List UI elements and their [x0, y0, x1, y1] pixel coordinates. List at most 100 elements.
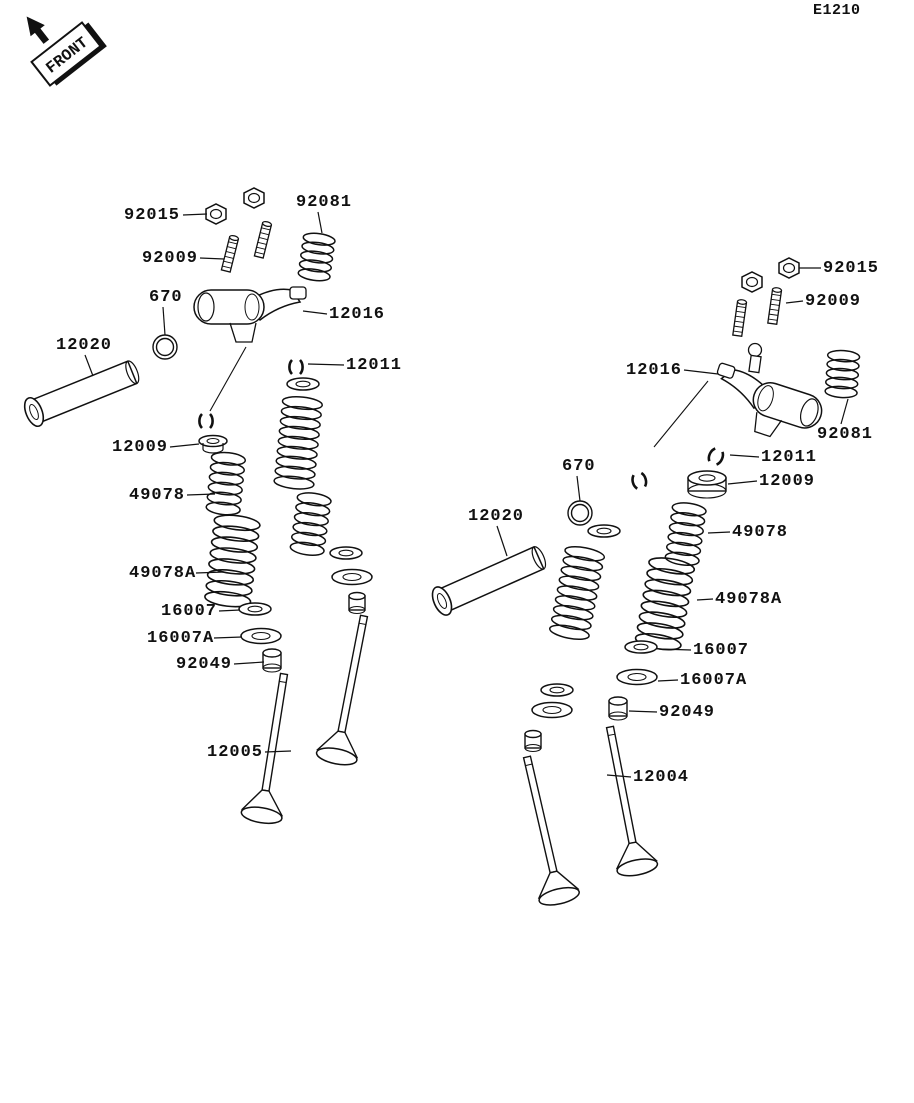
part-label-12004-R: 12004: [633, 768, 690, 787]
stem-seal-right-rear: [524, 729, 542, 753]
valve-spring-left-rear-1: [272, 394, 324, 492]
valve-keepers-right-2: [629, 471, 649, 491]
leader-line-92009-R: [785, 300, 804, 304]
spring-retainer-right: [687, 470, 727, 499]
leader-line-16007-R: [658, 648, 692, 651]
part-label-12016-R: 12016: [626, 361, 683, 380]
leader-line-92015-L: [182, 213, 208, 216]
rocker-stud-right: [747, 342, 763, 374]
part-label-92009-R: 92009: [805, 292, 862, 311]
leader-line-12016-L: [302, 310, 328, 315]
adjusting-screw-left-1: [220, 234, 240, 273]
spring-retainer-right-rear: [587, 524, 621, 538]
spring-seat-right: [624, 640, 658, 654]
page-code: E1210: [813, 2, 861, 19]
leader-line-92009-L: [199, 257, 225, 260]
leader-line-670-R: [576, 475, 581, 502]
part-label-16007A-L: 16007A: [147, 629, 215, 648]
valve-spring-inner-left: [203, 512, 262, 610]
leader-line-49078-R: [707, 531, 731, 534]
part-label-92049-L: 92049: [176, 655, 233, 674]
adjusting-screw-right-1: [732, 298, 748, 337]
part-label-12005-L: 12005: [207, 743, 264, 762]
adjusting-screw-left-2: [253, 220, 273, 259]
valve-spring-left-rear-2: [288, 490, 333, 558]
part-label-12009-R: 12009: [759, 472, 816, 491]
part-label-92081-R: 92081: [817, 425, 874, 444]
spring-seat-right-rear: [540, 683, 574, 697]
part-label-92009-L: 92009: [142, 249, 199, 268]
front-stamp: FRONT: [26, 16, 107, 87]
part-label-12011-L: 12011: [346, 356, 403, 375]
part-label-92015-R: 92015: [823, 259, 880, 278]
valve-keepers-right-1: [705, 446, 727, 467]
valve-stem-seal-right: [608, 696, 628, 721]
rocker-spring-left: [296, 230, 337, 284]
leader-line-12020-L: [84, 354, 94, 377]
valve-keepers-left-2: [198, 412, 214, 430]
o-ring-right: [567, 500, 593, 526]
valve-spring-outer-left: [204, 450, 247, 517]
part-label-16007-L: 16007: [161, 602, 218, 621]
leader-line-12011-L: [307, 363, 345, 366]
part-label-12011-R: 12011: [761, 448, 818, 467]
part-label-92081-L: 92081: [296, 193, 353, 212]
valve-keepers-left-1: [288, 358, 304, 376]
leader-lines-layer: [84, 211, 849, 778]
leader-line-92049-L: [233, 661, 265, 665]
leader-line-12016-R: [683, 369, 719, 375]
leader-line-12009-L: [169, 443, 200, 448]
leader-line-49078A-R: [696, 598, 714, 601]
leader-line-92049-R: [628, 710, 658, 713]
leader-line-92081-R: [840, 398, 849, 425]
valve-right-front: [589, 722, 660, 880]
leader-line-16007-L: [218, 609, 241, 612]
valve-stem-seal-left: [262, 648, 282, 673]
rocker-arm-right: [702, 361, 828, 451]
spring-seat-lower-left: [240, 627, 282, 645]
part-label-16007-R: 16007: [693, 641, 750, 660]
spring-retainer-left: [198, 434, 228, 454]
stem-seal-left-rear: [348, 591, 366, 615]
leader-line-12011-R: [729, 454, 760, 458]
rocker-shaft-right: [427, 541, 551, 619]
part-label-12020-R: 12020: [468, 507, 525, 526]
valve-left-rear: [314, 611, 385, 769]
part-label-16007A-R: 16007A: [680, 671, 748, 690]
leader-line-16007A-L: [213, 636, 243, 639]
leader-line-670-L: [162, 306, 166, 336]
leader-line-92081-L: [317, 211, 323, 234]
valve-spring-right-rear: [547, 543, 607, 643]
locknut-left-2: [243, 187, 265, 209]
leader-line-12020-R: [496, 525, 508, 557]
part-label-49078-R: 49078: [732, 523, 789, 542]
spring-seat-left-rear: [329, 546, 363, 560]
spring-seat-lower-left-rear: [331, 568, 373, 586]
front-arrow-icon: [26, 16, 50, 44]
rocker-spring-right: [824, 348, 861, 400]
valve-right-rear: [506, 751, 582, 910]
part-label-49078-L: 49078: [129, 486, 186, 505]
part-label-49078A-R: 49078A: [715, 590, 783, 609]
part-label-12016-L: 12016: [329, 305, 386, 324]
locknut-right-1: [741, 271, 763, 293]
spring-seat-lower-right-rear: [531, 701, 573, 719]
leader-line-12009-R: [727, 480, 758, 485]
adjusting-screw-right-2: [767, 286, 783, 325]
valve-spring-inner-right: [633, 554, 697, 654]
part-label-670-L: 670: [149, 288, 183, 307]
spring-seat-lower-right: [616, 668, 658, 686]
part-label-49078A-L: 49078A: [129, 564, 197, 583]
part-label-92049-R: 92049: [659, 703, 716, 722]
leader-line-12005-L: [264, 750, 292, 753]
spring-retainer-left-rear: [286, 377, 320, 391]
rocker-to-keeper-line-right: [653, 380, 709, 448]
valve-spring-outer-right: [663, 500, 708, 568]
part-label-92015-L: 92015: [124, 206, 181, 225]
leader-line-16007A-R: [657, 679, 679, 682]
part-label-670-R: 670: [562, 457, 596, 476]
leader-line-12004-R: [606, 774, 632, 778]
rocker-arm-left: [193, 286, 307, 343]
